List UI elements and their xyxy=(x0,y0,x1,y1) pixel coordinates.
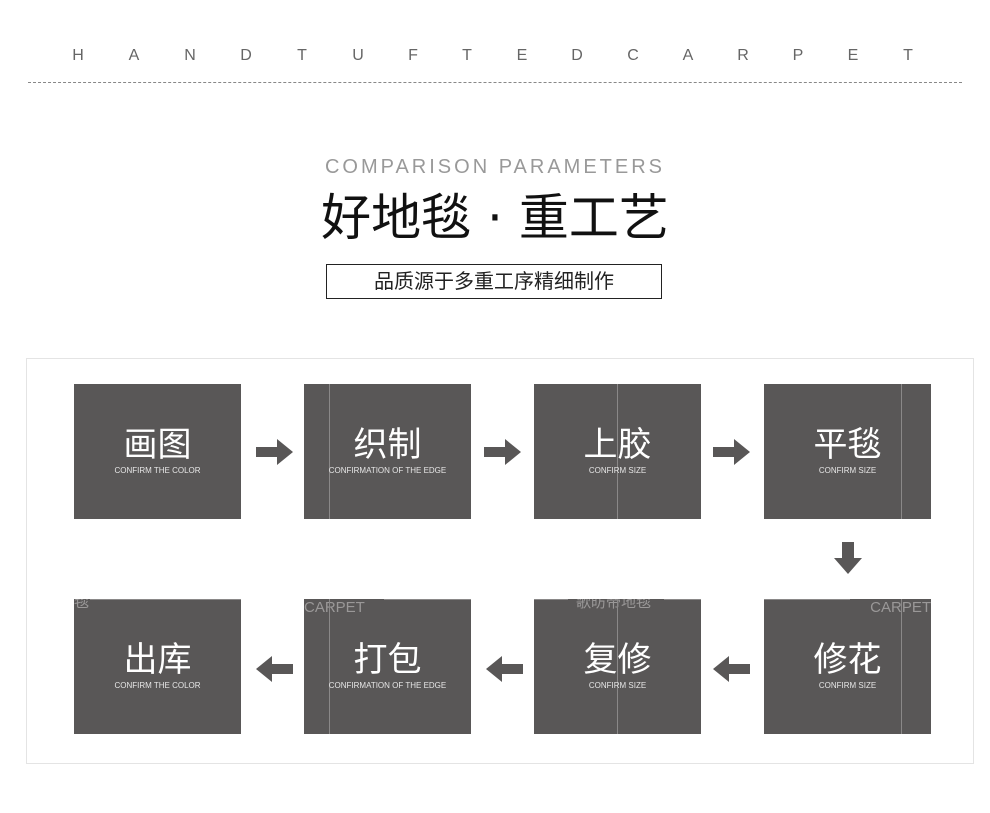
step-subtitle: CONFIRM SIZE xyxy=(588,681,647,690)
header-letter: U xyxy=(352,47,364,64)
step-title: 平毯 xyxy=(813,425,882,465)
header-letter: H xyxy=(72,47,84,64)
step-card-1: 画图 CONFIRM THE COLOR xyxy=(74,384,241,519)
header-letter: T xyxy=(462,47,472,64)
step-card-5: CARPET 修花 CONFIRM SIZE xyxy=(764,599,931,734)
header-letter: E xyxy=(847,47,859,64)
watermark-text: CARPET xyxy=(304,599,365,616)
header-letter: E xyxy=(516,47,528,64)
step-title: 修花 xyxy=(813,640,882,680)
step-subtitle: CONFIRM SIZE xyxy=(818,466,877,475)
card-divider xyxy=(329,599,330,734)
card-divider xyxy=(617,599,618,734)
header-letter: D xyxy=(240,47,252,64)
card-divider xyxy=(329,384,330,519)
step-subtitle: CONFIRM THE COLOR xyxy=(114,681,201,690)
watermark-text: 毯 xyxy=(74,599,90,611)
step-title: 画图 xyxy=(123,425,192,465)
step-card-3: 上胶 CONFIRM SIZE xyxy=(534,384,701,519)
header-letter: P xyxy=(792,47,804,64)
card-divider xyxy=(534,599,568,600)
header-letter: D xyxy=(571,47,583,64)
card-divider xyxy=(901,599,902,734)
step-card-8: 毯 出库 CONFIRM THE COLOR xyxy=(74,599,241,734)
step-card-6: 歌昉帝地毯 复修 CONFIRM SIZE xyxy=(534,599,701,734)
step-subtitle: CONFIRMATION OF THE EDGE xyxy=(328,681,447,690)
step-subtitle: CONFIRM SIZE xyxy=(818,681,877,690)
step-card-4: 平毯 CONFIRM SIZE xyxy=(764,384,931,519)
arrow-right-icon xyxy=(713,439,750,465)
arrow-right-icon xyxy=(256,439,293,465)
step-title: 上胶 xyxy=(583,425,652,465)
card-divider xyxy=(764,599,850,600)
header-letter: F xyxy=(408,47,418,64)
card-divider xyxy=(617,384,618,519)
arrow-right-icon xyxy=(484,439,521,465)
header-letter: C xyxy=(627,47,639,64)
watermark-text: CARPET xyxy=(870,599,931,616)
step-title: 打包 xyxy=(353,640,422,680)
tagline-box: 品质源于多重工序精细制作 xyxy=(326,264,662,299)
step-subtitle: CONFIRMATION OF THE EDGE xyxy=(328,466,447,475)
dashed-divider xyxy=(28,82,962,83)
page-title: 好地毯 · 重工艺 xyxy=(321,189,669,247)
header-letter: T xyxy=(297,47,307,64)
step-card-2: 织制 CONFIRMATION OF THE EDGE xyxy=(304,384,471,519)
header-letter: R xyxy=(737,47,749,64)
arrow-down-icon xyxy=(834,542,862,574)
arrow-left-icon xyxy=(713,656,750,682)
header-letters: H A N D T U F T E D C A R P E T xyxy=(0,47,990,67)
header-letter: A xyxy=(682,47,694,64)
step-subtitle: CONFIRM SIZE xyxy=(588,466,647,475)
card-divider xyxy=(90,599,241,600)
arrow-left-icon xyxy=(256,656,293,682)
header-letter: A xyxy=(128,47,140,64)
header-letter: N xyxy=(184,47,196,64)
watermark-text: 歌昉帝地毯 xyxy=(576,599,652,611)
card-divider xyxy=(901,384,902,519)
step-title: 织制 xyxy=(353,425,422,465)
card-divider xyxy=(664,599,701,600)
header-letter: T xyxy=(903,47,913,64)
step-title: 复修 xyxy=(583,640,652,680)
card-divider xyxy=(384,599,471,600)
step-title: 出库 xyxy=(123,640,192,680)
arrow-left-icon xyxy=(486,656,523,682)
step-card-7: CARPET 打包 CONFIRMATION OF THE EDGE xyxy=(304,599,471,734)
subtitle-en: COMPARISON PARAMETERS xyxy=(324,156,666,178)
step-subtitle: CONFIRM THE COLOR xyxy=(114,466,201,475)
